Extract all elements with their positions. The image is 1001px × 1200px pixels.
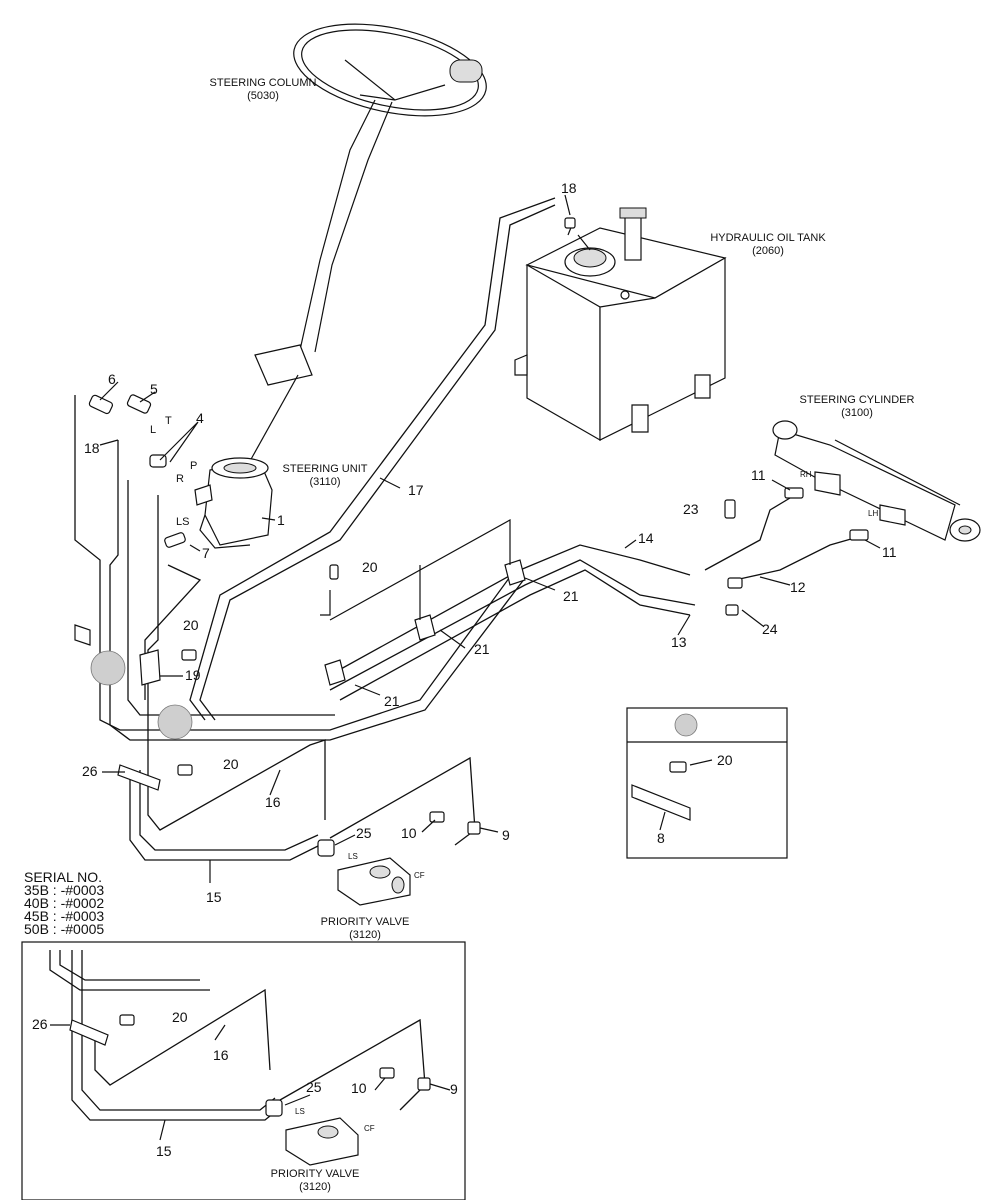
- location-marker: [674, 713, 698, 737]
- callout-1: 1: [277, 512, 285, 528]
- hydraulic-oil-tank: [514, 207, 727, 442]
- serial-title: SERIAL NO.: [24, 869, 102, 885]
- steering-cylinder: [772, 420, 981, 542]
- hoses: [74, 197, 866, 861]
- callout-24: 24: [762, 621, 778, 637]
- callout-25: 25: [356, 825, 372, 841]
- serial-line: 45B : -#0003: [24, 908, 104, 924]
- callout-5: 5: [150, 381, 158, 397]
- leader-lines: [99, 194, 881, 883]
- callout-13: 13: [671, 634, 687, 650]
- callout-17: 17: [408, 482, 424, 498]
- location-marker: [90, 650, 126, 686]
- priority-valve-code: (3120): [349, 929, 381, 941]
- clamps: [74, 559, 526, 791]
- port-ls-valve: LS: [348, 852, 358, 861]
- serial-line: 35B : -#0003: [24, 882, 104, 898]
- priority-valve-label: PRIORITY VALVE: [321, 916, 410, 928]
- callout-10: 10: [401, 825, 417, 841]
- steering-cylinder-label: STEERING CYLINDER: [800, 394, 915, 406]
- callout-18: 18: [84, 440, 100, 456]
- callout-9-inset: 9: [450, 1081, 458, 1097]
- callout-21-c: 21: [563, 588, 579, 604]
- callout-6: 6: [108, 371, 116, 387]
- callout-20-e: 20: [172, 1009, 188, 1025]
- callout-16: 16: [265, 794, 281, 810]
- callout-19: 19: [185, 667, 201, 683]
- steering-unit: [194, 457, 273, 549]
- priority-valve-inset-label: PRIORITY VALVE: [271, 1168, 360, 1180]
- hydraulic-oil-tank-code: (2060): [752, 245, 784, 257]
- steering-cylinder-code: (3100): [841, 407, 873, 419]
- port-l: L: [150, 424, 156, 436]
- callout-20-a: 20: [362, 559, 378, 575]
- steering-column: [244, 23, 487, 471]
- priority-valve-inset-code: (3120): [299, 1181, 331, 1193]
- hydraulic-oil-tank-label: HYDRAULIC OIL TANK: [710, 232, 826, 244]
- callout-10-inset: 10: [351, 1080, 367, 1096]
- steering-column-code: (5030): [247, 90, 279, 102]
- steering-column-label: STEERING COLUMN: [210, 77, 317, 89]
- callout-21-a: 21: [384, 693, 400, 709]
- callout-14: 14: [638, 530, 654, 546]
- callout-8: 8: [657, 830, 665, 846]
- port-cf-inset: CF: [364, 1124, 375, 1133]
- callout-25-inset: 25: [306, 1079, 322, 1095]
- clamp-part: [631, 784, 691, 821]
- callout-11-lh: 11: [882, 544, 897, 560]
- callout-18-tank: 18: [561, 180, 577, 196]
- callout-7: 7: [202, 545, 210, 561]
- serial-inset-hoses: [49, 950, 451, 1166]
- callout-26-inset: 26: [32, 1016, 48, 1032]
- callout-20-b: 20: [183, 617, 199, 633]
- callout-20-d: 20: [717, 752, 733, 768]
- callout-15: 15: [206, 889, 222, 905]
- serial-line: 40B : -#0002: [24, 895, 104, 911]
- callout-23: 23: [683, 501, 699, 517]
- port-cf: CF: [414, 871, 425, 880]
- steering-unit-label: STEERING UNIT: [283, 463, 368, 475]
- serial-inset-box: [21, 941, 466, 1200]
- port-ls-inset: LS: [295, 1107, 305, 1116]
- callout-21-b: 21: [474, 641, 490, 657]
- port-r: R: [176, 473, 184, 485]
- callout-4: 4: [196, 410, 204, 426]
- fittings: [88, 217, 869, 857]
- serial-line: 50B : -#0005: [24, 921, 104, 937]
- priority-valve-main: [337, 857, 411, 906]
- port-rh: RH: [800, 470, 812, 479]
- callout-12: 12: [790, 579, 806, 595]
- location-marker: [157, 704, 193, 740]
- callout-20-c: 20: [223, 756, 239, 772]
- detail-inset-box: [626, 707, 788, 859]
- callout-26: 26: [82, 763, 98, 779]
- port-p: P: [190, 460, 197, 472]
- callout-9: 9: [502, 827, 510, 843]
- callout-11-rh: 11: [751, 467, 766, 483]
- port-ls: LS: [176, 516, 189, 528]
- port-t: T: [165, 415, 172, 427]
- port-lh: LH: [868, 509, 878, 518]
- callout-16-inset: 16: [213, 1047, 229, 1063]
- steering-unit-code: (3110): [310, 476, 341, 488]
- callout-15-inset: 15: [156, 1143, 172, 1159]
